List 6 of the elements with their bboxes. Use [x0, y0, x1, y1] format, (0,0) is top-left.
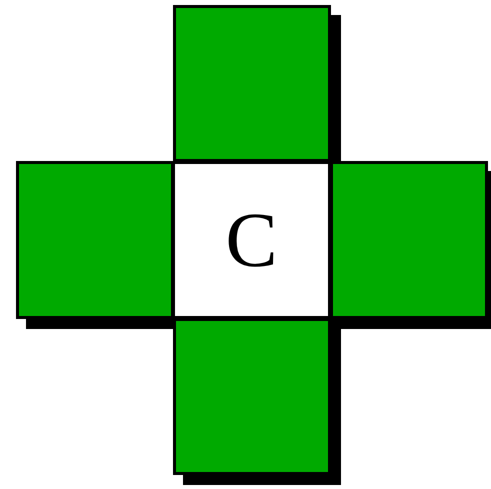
- arm-square: [173, 318, 331, 475]
- center-square: [172, 161, 331, 319]
- arm-square: [173, 5, 331, 162]
- letter-label: C: [225, 201, 278, 279]
- arm-square: [16, 161, 174, 319]
- arm-square: [330, 161, 488, 319]
